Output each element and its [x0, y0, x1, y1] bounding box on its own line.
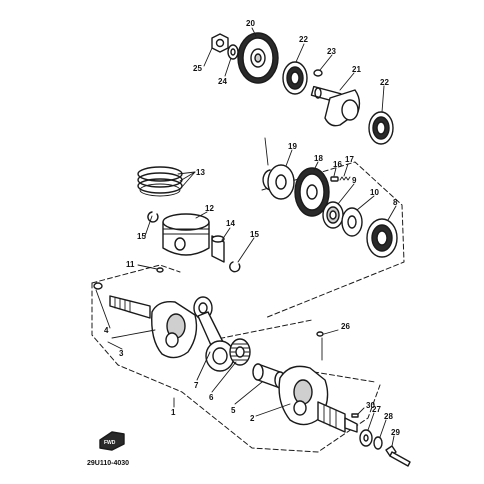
label-part-11: 11 [126, 260, 135, 269]
nut-part-25 [211, 33, 229, 53]
bearing-part-22-right [368, 111, 394, 145]
fwd-label: FWD [104, 440, 116, 446]
balancer-shaft-part-21 [310, 85, 361, 127]
part-number-labels: 1 2 3 4 5 6 7 8 9 10 11 12 13 14 15 15 1… [104, 19, 400, 437]
washer-part-28 [373, 436, 383, 450]
diagram-code: 29U110-4030 [87, 460, 129, 467]
label-part-6: 6 [209, 393, 214, 402]
label-part-17: 17 [345, 155, 354, 164]
label-part-3: 3 [119, 349, 124, 358]
label-part-30: 30 [366, 401, 375, 410]
washer-part-27 [359, 429, 373, 447]
label-part-1: 1 [171, 408, 176, 417]
crank-right-part-2 [278, 365, 358, 433]
circlip-part-15-right [229, 261, 241, 273]
key-part-30 [351, 413, 359, 418]
group-outline-crankshaft [91, 264, 381, 453]
gear-part-20 [237, 32, 279, 84]
spring-part-17 [339, 176, 351, 181]
pin-part-11 [156, 267, 164, 273]
label-part-2: 2 [250, 414, 255, 423]
label-part-23: 23 [327, 47, 336, 56]
piston-part-12 [162, 213, 210, 256]
key-part-23 [313, 69, 323, 77]
crank-left-part-4 [93, 282, 198, 359]
washer-part-24 [227, 44, 239, 60]
bearing-part-22-upper [282, 61, 308, 95]
label-part-22-upper: 22 [299, 35, 308, 44]
label-part-20: 20 [246, 19, 255, 28]
label-part-15-left: 15 [137, 232, 146, 241]
pin-part-16 [330, 176, 339, 182]
label-part-18: 18 [314, 154, 323, 163]
label-part-7: 7 [194, 381, 199, 390]
label-part-16: 16 [333, 160, 342, 169]
label-part-10: 10 [370, 188, 379, 197]
bearing-part-8 [366, 218, 398, 258]
label-part-21: 21 [352, 65, 361, 74]
label-part-19: 19 [288, 142, 297, 151]
needle-bearing-part-6 [229, 338, 251, 366]
label-part-8: 8 [393, 198, 398, 207]
piston-rings-part-13 [137, 166, 183, 197]
label-part-25: 25 [193, 64, 202, 73]
connecting-rod-part-7 [193, 296, 235, 372]
key-part-26 [316, 331, 324, 337]
gear-part-18 [294, 167, 330, 217]
label-part-15-right: 15 [250, 230, 259, 239]
label-part-22-right: 22 [380, 78, 389, 87]
leader-lines [95, 27, 397, 447]
forward-direction-arrow: FWD [99, 431, 125, 451]
label-part-26: 26 [341, 322, 350, 331]
label-part-24: 24 [218, 77, 227, 86]
group-outline-balancer [261, 161, 405, 319]
label-part-12: 12 [205, 204, 214, 213]
label-part-14: 14 [226, 219, 235, 228]
circlip-part-15-left [147, 211, 159, 223]
piston-pin-part-14 [211, 235, 225, 263]
label-part-13: 13 [196, 168, 205, 177]
label-part-4: 4 [104, 326, 109, 335]
label-part-27: 27 [372, 405, 381, 414]
label-part-28: 28 [384, 412, 393, 421]
hub-part-9 [322, 201, 344, 229]
label-part-9: 9 [352, 176, 357, 185]
label-part-29: 29 [391, 428, 400, 437]
plate-part-19 [267, 164, 295, 200]
bolt-part-29 [385, 445, 411, 467]
label-part-5: 5 [231, 406, 236, 415]
washer-part-10 [341, 207, 363, 237]
